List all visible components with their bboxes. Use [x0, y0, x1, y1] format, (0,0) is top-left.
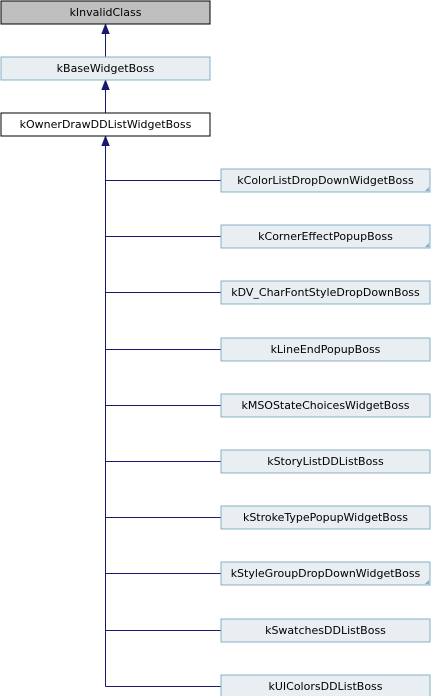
node-kdv-charfontstyledropdownboss[interactable]: kDV_CharFontStyleDropDownBoss [220, 280, 431, 305]
node-kuicolorsddlistboss-label: kUIColorsDDListBoss [268, 680, 382, 693]
node-invalid-class-label: kInvalidClass [70, 6, 142, 19]
node-kuicolorsddlistboss-box [220, 674, 431, 696]
node-kmsostatechoiceswidgetboss[interactable]: kMSOStateChoicesWidgetBoss [220, 393, 431, 418]
node-kcornereffectpopupboss[interactable]: kCornerEffectPopupBoss [220, 224, 431, 249]
node-kdv-charfontstyledropdownboss-label: kDV_CharFontStyleDropDownBoss [231, 286, 420, 299]
node-kstorylistddlistboss-box [220, 449, 431, 474]
node-kstroketypepopupwidgetboss-box [220, 505, 431, 530]
edge-children-trunk-arrowhead [101, 135, 110, 146]
node-klineendpopupboss-box [220, 337, 431, 362]
node-kstylegroupdropdownwidgetboss[interactable]: kStyleGroupDropDownWidgetBoss [220, 561, 431, 586]
node-kmsostatechoiceswidgetboss-box [220, 393, 431, 418]
node-kcolorlistdropdownwidgetboss-box [220, 168, 431, 193]
edge-base-to-invalid-arrowhead [101, 23, 110, 34]
node-klineendpopupboss[interactable]: kLineEndPopupBoss [220, 337, 431, 362]
edges-layer [101, 23, 221, 687]
node-kswatchesddlistboss[interactable]: kSwatchesDDListBoss [220, 618, 431, 643]
node-kcornereffectpopupboss-more-icon [425, 243, 429, 247]
node-kdv-charfontstyledropdownboss-box [220, 280, 431, 305]
node-kcornereffectpopupboss-box [220, 224, 431, 249]
node-kstorylistddlistboss[interactable]: kStoryListDDListBoss [220, 449, 431, 474]
node-kstylegroupdropdownwidgetboss-label: kStyleGroupDropDownWidgetBoss [231, 567, 421, 580]
node-base-widget-boss[interactable]: kBaseWidgetBoss [0, 56, 211, 81]
node-kstylegroupdropdownwidgetboss-more-icon [425, 580, 429, 584]
node-kuicolorsddlistboss[interactable]: kUIColorsDDListBoss [220, 674, 431, 696]
node-klineendpopupboss-label: kLineEndPopupBoss [271, 343, 381, 356]
node-kswatchesddlistboss-label: kSwatchesDDListBoss [265, 624, 386, 637]
node-kcolorlistdropdownwidgetboss-more-icon [425, 187, 429, 191]
node-kswatchesddlistboss-box [220, 618, 431, 643]
node-invalid-class[interactable]: kInvalidClass [0, 0, 211, 25]
node-owner-draw-ddlist-widget-boss[interactable]: kOwnerDrawDDListWidgetBoss [0, 112, 211, 137]
node-base-widget-boss-label: kBaseWidgetBoss [57, 62, 155, 75]
node-kcolorlistdropdownwidgetboss-label: kColorListDropDownWidgetBoss [237, 174, 414, 187]
node-kcolorlistdropdownwidgetboss[interactable]: kColorListDropDownWidgetBoss [220, 168, 431, 193]
node-owner-draw-ddlist-widget-boss-label: kOwnerDrawDDListWidgetBoss [20, 118, 192, 131]
node-kstroketypepopupwidgetboss-label: kStrokeTypePopupWidgetBoss [243, 511, 408, 524]
node-kcornereffectpopupboss-label: kCornerEffectPopupBoss [258, 230, 393, 243]
node-kmsostatechoiceswidgetboss-label: kMSOStateChoicesWidgetBoss [241, 399, 409, 412]
node-kstylegroupdropdownwidgetboss-box [220, 561, 431, 586]
edge-owner-to-base-arrowhead [101, 79, 110, 90]
node-kstorylistddlistboss-label: kStoryListDDListBoss [267, 455, 384, 468]
node-kstroketypepopupwidgetboss[interactable]: kStrokeTypePopupWidgetBoss [220, 505, 431, 530]
